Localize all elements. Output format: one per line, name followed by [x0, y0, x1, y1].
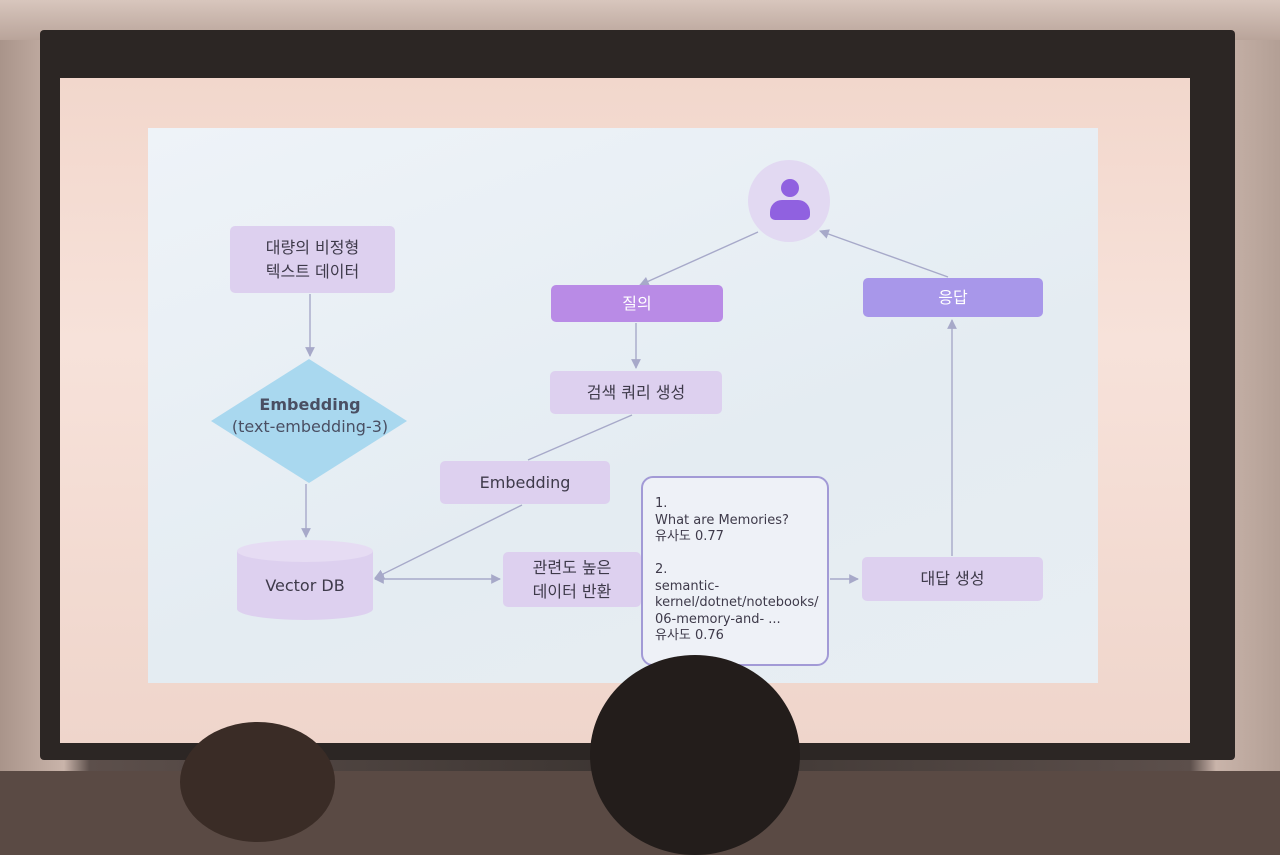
- diagram-connectors: [211, 229, 957, 620]
- bulk-text-node: 대량의 비정형 텍스트 데이터: [230, 226, 395, 293]
- embedding-model-label: Embedding (text-embedding-3): [212, 394, 408, 437]
- response-node: 응답: [863, 278, 1043, 317]
- memory-result-1: 1. What are Memories? 유사도 0.77: [655, 496, 789, 545]
- embedding-model-subtitle: (text-embedding-3): [231, 416, 389, 436]
- embedding-model-diamond: [211, 359, 407, 483]
- vector-db-cylinder: [237, 540, 373, 620]
- relevant-data-node: 관련도 높은 데이터 반환: [503, 552, 641, 607]
- user-head-icon: [781, 179, 799, 197]
- memory-results-box: 1. What are Memories? 유사도 0.77 2. semant…: [641, 476, 829, 666]
- search-query-node: 검색 쿼리 생성: [550, 371, 722, 414]
- query-node: 질의: [551, 285, 723, 322]
- audience-head-2: [180, 722, 335, 842]
- audience-head: [590, 655, 800, 855]
- vector-db-label: Vector DB: [265, 576, 345, 595]
- arrow-search-to-embedding: [527, 414, 633, 461]
- answer-generation-node: 대답 생성: [862, 557, 1043, 601]
- memory-result-2: 2. semantic- kernel/dotnet/notebooks/ 06…: [655, 561, 819, 644]
- user-body-icon: [770, 200, 810, 220]
- embedding-model-title: Embedding: [259, 395, 361, 414]
- arrow-response-to-user: [819, 229, 949, 278]
- embedding-node: Embedding: [440, 461, 610, 504]
- arrow-embedding-to-vectordb-2: [374, 504, 523, 579]
- arrow-user-to-query: [639, 231, 759, 286]
